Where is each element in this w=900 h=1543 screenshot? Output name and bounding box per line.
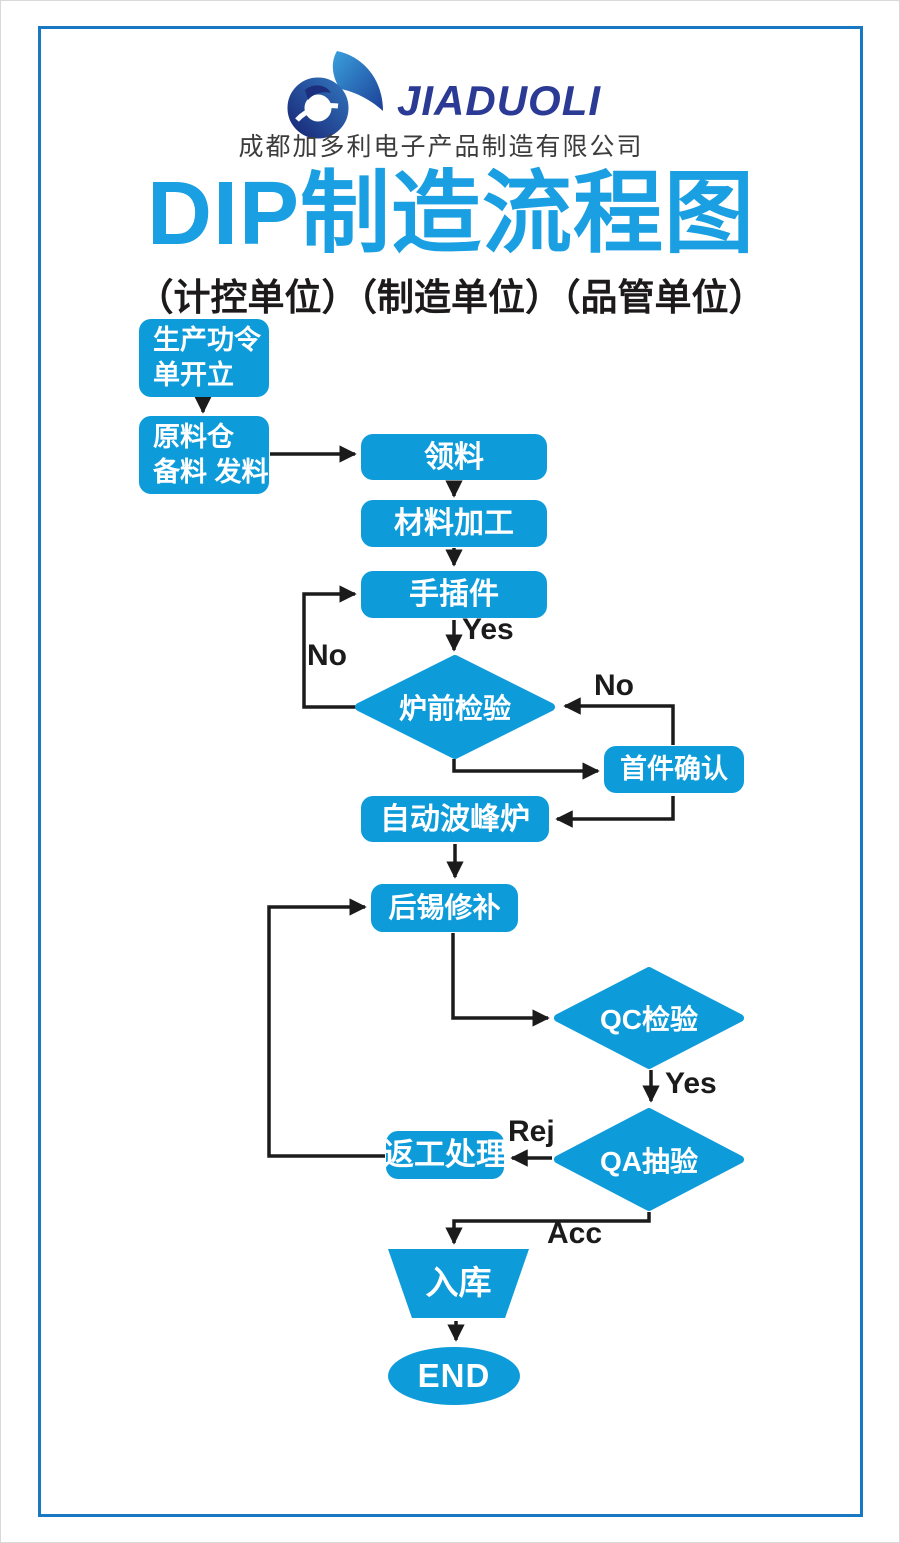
company-name: 成都加多利电子产品制造有限公司 xyxy=(238,133,644,161)
node-prepare-material: 原料仓 备料 发料 xyxy=(139,416,269,494)
node-label: 领料 xyxy=(424,440,484,474)
brand-name: JIADUOLI xyxy=(397,77,602,124)
node-end: END xyxy=(388,1347,520,1405)
node-qa-sample: QA抽验 xyxy=(554,1108,744,1211)
node-material-process: 材料加工 xyxy=(361,500,547,547)
node-label: 手插件 xyxy=(409,578,499,611)
node-label: 入库 xyxy=(425,1264,492,1302)
node-pick-material: 领料 xyxy=(361,434,547,480)
edge-furnace-firstconfirm xyxy=(452,759,600,780)
node-rework: 返工处理 xyxy=(383,1131,507,1179)
node-label: 原料仓 备料 发料 xyxy=(153,421,269,487)
node-label: 材料加工 xyxy=(394,507,514,540)
edge-qa-warehouse xyxy=(445,1212,651,1245)
node-warehouse: 入库 xyxy=(388,1249,529,1318)
edge-label-acc: Acc xyxy=(547,1217,603,1250)
page-subtitle: （计控单位）（制造单位）（品管单位） xyxy=(136,277,766,318)
edge-label-rej: Rej xyxy=(508,1115,555,1148)
edge-label-no-furnace: No xyxy=(307,639,347,672)
node-label: 返工处理 xyxy=(383,1136,507,1172)
node-label: 首件确认 xyxy=(620,753,728,784)
jiaduoli-logo-icon xyxy=(287,51,383,139)
node-start: 生产功令 单开立 xyxy=(139,319,269,397)
diamond-shape xyxy=(554,1108,744,1211)
node-label: END xyxy=(417,1356,491,1394)
node-qc-check: QC检验 xyxy=(554,967,744,1069)
diamond-shape xyxy=(554,967,744,1069)
border-frame xyxy=(38,26,863,1517)
node-label: QA抽验 xyxy=(599,1145,698,1177)
node-label: 炉前检验 xyxy=(398,693,511,724)
node-label: QC检验 xyxy=(599,1004,698,1035)
node-hand-insert: 手插件 xyxy=(361,571,547,618)
node-first-confirm: 首件确认 xyxy=(604,746,744,793)
edge-firstconfirm-wave xyxy=(555,796,675,828)
edge-rework-repair-loop xyxy=(267,898,385,1158)
edge-label-no-firstconfirm: No xyxy=(594,669,634,702)
node-wave-solder: 自动波峰炉 xyxy=(361,796,549,842)
diamond-shape xyxy=(355,655,555,759)
node-label: 生产功令 单开立 xyxy=(153,324,261,390)
node-furnace-check: 炉前检验 xyxy=(355,655,555,759)
page-title: DIP制造流程图 xyxy=(146,164,756,264)
node-label: 后锡修补 xyxy=(388,891,501,923)
edge-label-yes-furnace: Yes xyxy=(462,613,514,646)
node-label: 自动波峰炉 xyxy=(380,802,530,836)
edge-label-yes-qc: Yes xyxy=(665,1067,717,1100)
edge-furnace-no-loop xyxy=(302,585,357,709)
node-solder-repair: 后锡修补 xyxy=(371,884,518,932)
edge-firstconfirm-no-loop xyxy=(563,697,675,745)
edge-repair-qc xyxy=(451,933,550,1027)
